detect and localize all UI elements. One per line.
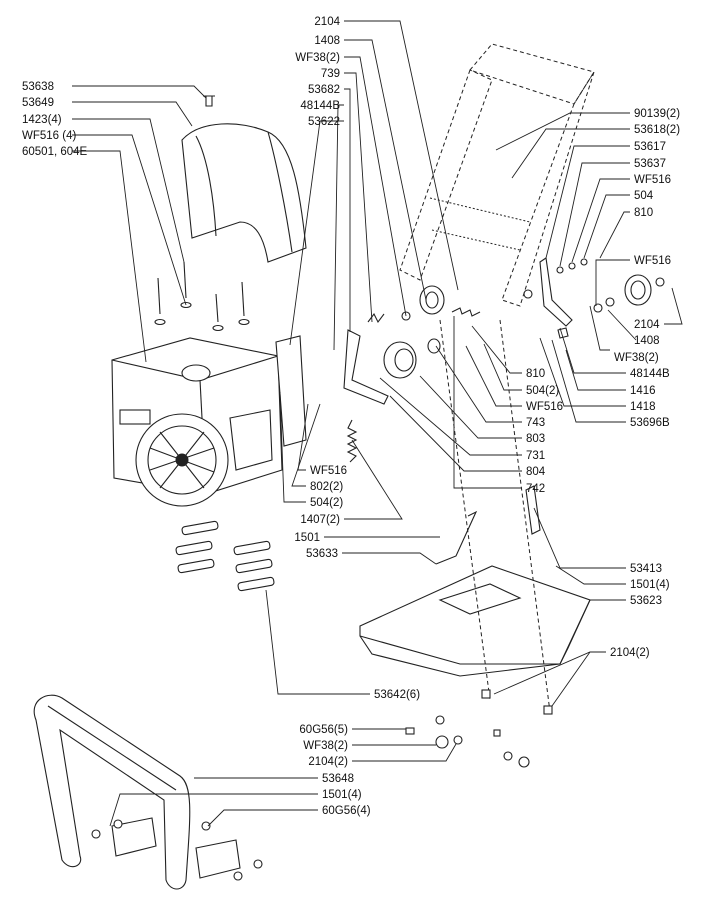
callout-60g56-5: 60G56(5) [299,724,348,736]
callout-743: 743 [526,417,545,429]
spring [346,419,358,463]
callout-wf516-ml: WF516 [310,465,347,477]
pulleys-center [383,285,445,379]
shift-rod [435,510,478,565]
spring-top [451,307,481,317]
callout-803: 803 [526,433,545,445]
callout-810-m: 810 [526,368,545,380]
callout-labels: 2104 1408 WF38(2) 739 53682 48144B 53622… [22,16,680,817]
callout-53617: 53617 [634,141,666,153]
callout-53413: 53413 [630,563,662,575]
callout-90139: 90139(2) [634,108,680,120]
callout-804: 804 [526,466,546,478]
base-frame [359,565,591,677]
callout-504-2-ml: 504(2) [310,497,343,509]
callout-60501: 60501, 604E [22,146,88,158]
leader-lines [72,20,683,827]
callout-53633: 53633 [306,548,338,560]
callout-53622: 53622 [308,116,340,128]
pulley-right [593,274,665,313]
callout-53696b: 53696B [630,417,670,429]
callout-48144b-left: 48144B [300,100,340,112]
callout-1501-4-r: 1501(4) [630,579,670,591]
callout-802: 802(2) [310,481,343,493]
idler-arm [343,312,389,405]
callout-1501-4-b: 1501(4) [322,789,362,801]
callout-53623: 53623 [630,595,662,607]
callout-wf516-r2: WF516 [634,255,671,267]
callout-wf516-r1: WF516 [634,174,671,186]
callout-53638: 53638 [22,81,54,93]
callout-731: 731 [526,450,545,462]
control-lever [523,257,588,339]
callout-53637: 53637 [634,158,666,170]
guide-line-1 [439,319,491,701]
engine [111,337,283,507]
callout-53642: 53642(6) [374,689,420,701]
callout-2104-r: 2104 [634,319,660,331]
callout-wf38-top: WF38(2) [295,52,340,64]
callout-1408-top: 1408 [314,35,340,47]
callout-53682: 53682 [308,84,340,96]
callout-1416: 1416 [630,385,656,397]
callout-739: 739 [321,68,340,80]
callout-2104-top: 2104 [314,16,340,28]
bumper [33,694,263,890]
bottom-hardware [405,689,553,768]
handle-frame [399,43,595,307]
callout-810-r: 810 [634,207,653,219]
callout-53648: 53648 [322,773,354,785]
callout-504-r: 504 [634,190,654,202]
callout-1407: 1407(2) [300,514,340,526]
callout-1501-l: 1501 [294,532,320,544]
callout-wf516-m: WF516 [526,401,563,413]
engine-bolts [154,261,250,332]
belt-cover [181,123,307,263]
cover-screw [203,95,215,107]
callout-2104-2-r: 2104(2) [610,647,650,659]
callout-wf38-r: WF38(2) [614,352,659,364]
callout-wf38-2-b: WF38(2) [303,740,348,752]
spacer-plates [175,520,275,592]
callout-2104-2-b: 2104(2) [308,756,348,768]
callout-1418: 1418 [630,401,656,413]
callout-53649: 53649 [22,97,54,109]
guide-line-2 [499,319,551,713]
callout-wf516-left: WF516 (4) [22,130,76,142]
callout-1408-r: 1408 [634,335,660,347]
callout-48144b-r: 48144B [630,368,670,380]
engine-plate [275,335,307,447]
callout-60g56-4: 60G56(4) [322,805,371,817]
shift-lever [525,485,541,535]
callout-1423: 1423(4) [22,114,62,126]
callout-504-2-m: 504(2) [526,385,559,397]
callout-742: 742 [526,483,545,495]
callout-53618: 53618(2) [634,124,680,136]
